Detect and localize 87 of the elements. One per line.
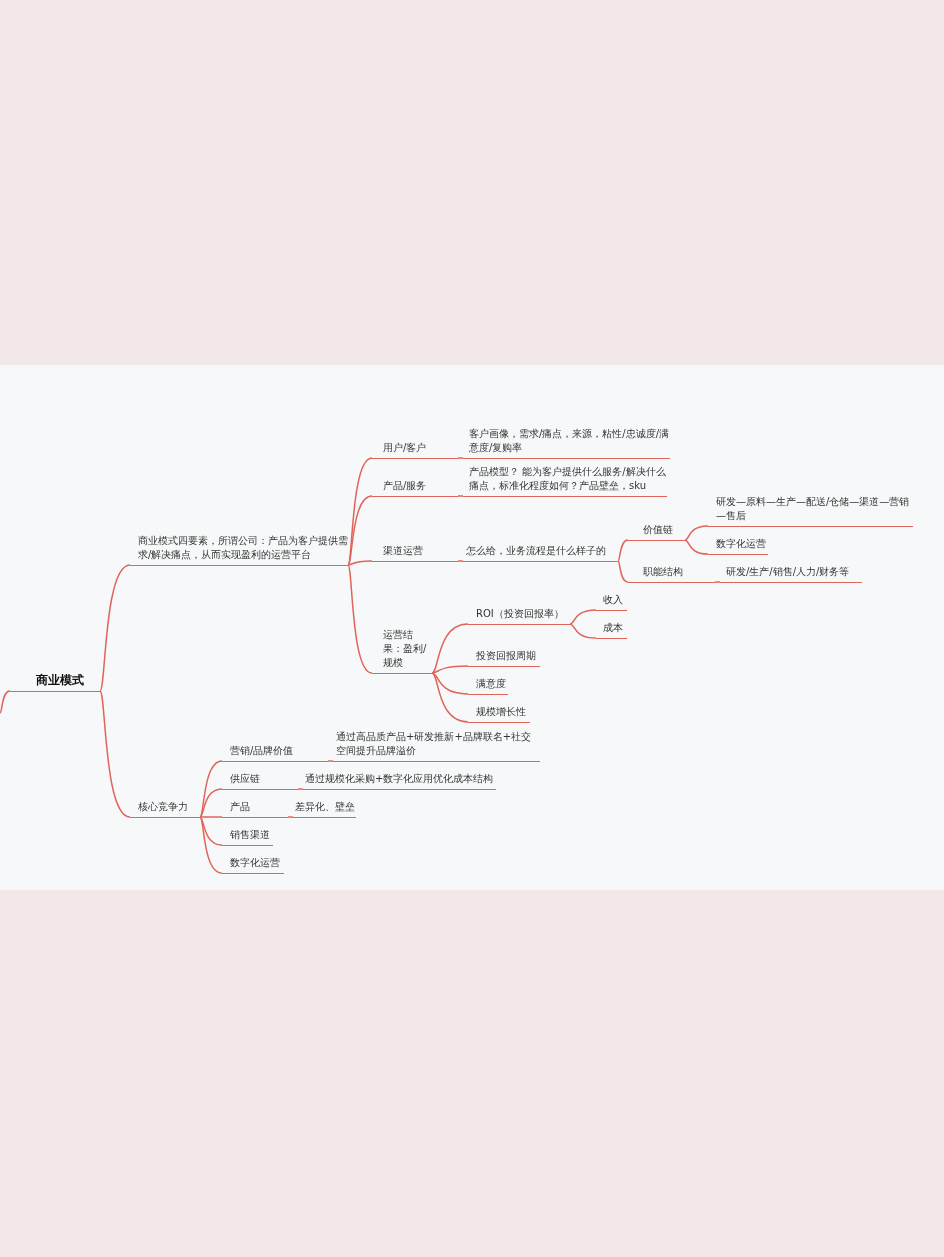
topic-text: 商业模式四要素，所谓公司：产品为客户提供需求/解决痛点，从而实现盈利的运营平台 bbox=[138, 534, 348, 562]
topic-text: 产品 bbox=[230, 800, 251, 814]
topic-node bbox=[372, 544, 458, 562]
branch-connector bbox=[617, 539, 629, 562]
topic-text: 营销/品牌价值 bbox=[230, 744, 295, 758]
topic-text: 研发/生产/销售/人力/财务等 bbox=[726, 565, 851, 579]
topic-text: 供应链 bbox=[230, 772, 261, 786]
branch-connector bbox=[431, 665, 469, 674]
topic-text: 客户画像，需求/痛点，来源，粘性/忠诚度/满意度/复购率 bbox=[469, 427, 670, 455]
topic-text: 规模增长性 bbox=[476, 705, 527, 719]
branch-connector bbox=[684, 525, 709, 541]
topic-node bbox=[293, 800, 356, 818]
topic-text: 核心竞争力 bbox=[138, 800, 189, 814]
topic-text: ROI（投资回报率） bbox=[476, 607, 565, 621]
topic-text: 数字化运营 bbox=[230, 856, 281, 870]
branch-connector bbox=[99, 690, 131, 818]
topic-node bbox=[222, 800, 288, 818]
topic-node bbox=[222, 744, 328, 762]
topic-text: 数字化运营 bbox=[716, 537, 767, 551]
branch-connector bbox=[297, 788, 304, 790]
topic-node bbox=[708, 495, 913, 527]
topic-node bbox=[468, 607, 570, 625]
branch-connector bbox=[347, 560, 373, 566]
topic-node bbox=[303, 772, 496, 790]
topic-text: 用户/客户 bbox=[383, 441, 428, 455]
topic-text: 价值链 bbox=[643, 523, 674, 537]
topic-node bbox=[372, 441, 458, 459]
topic-node bbox=[628, 565, 715, 583]
topic-node bbox=[372, 628, 432, 674]
topic-node bbox=[372, 479, 458, 497]
topic-text: 差异化、壁垒 bbox=[295, 800, 356, 814]
topic-node bbox=[463, 465, 667, 497]
topic-node bbox=[463, 544, 618, 562]
branch-connector bbox=[347, 564, 373, 674]
topic-node bbox=[222, 856, 284, 874]
branch-connector bbox=[457, 560, 464, 562]
topic-text: 收入 bbox=[603, 593, 624, 607]
topic-node bbox=[468, 649, 540, 667]
topic-node bbox=[463, 427, 670, 459]
branch-connector bbox=[347, 495, 373, 566]
branch-connector bbox=[199, 788, 223, 818]
topic-text: 销售渠道 bbox=[230, 828, 271, 842]
topic-text: 投资回报周期 bbox=[476, 649, 537, 663]
branch-connector bbox=[199, 816, 223, 874]
topic-node bbox=[10, 672, 100, 692]
topic-text: 通过规模化采购+数字化应用优化成本结构 bbox=[305, 772, 495, 786]
branch-connector bbox=[199, 816, 223, 818]
topic-node bbox=[333, 730, 540, 762]
topic-text: 职能结构 bbox=[643, 565, 684, 579]
topic-text: 怎么给，业务流程是什么样子的 bbox=[466, 544, 607, 558]
topic-node bbox=[596, 593, 627, 611]
branch-connector bbox=[431, 623, 469, 674]
topic-text: 满意度 bbox=[476, 677, 507, 691]
branch-connector bbox=[199, 816, 223, 846]
topic-node bbox=[468, 677, 508, 695]
topic-node bbox=[628, 523, 685, 541]
topic-text: 产品模型？ 能为客户提供什么服务/解决什么痛点，标准化程度如何？产品壁垒，sku bbox=[469, 465, 667, 493]
branch-connector bbox=[714, 581, 721, 583]
topic-node bbox=[708, 537, 768, 555]
branch-connector bbox=[431, 672, 469, 723]
topic-text: 渠道运营 bbox=[383, 544, 424, 558]
branch-connector bbox=[99, 564, 131, 692]
branch-connector bbox=[347, 457, 373, 566]
topic-text: 成本 bbox=[603, 621, 624, 635]
branch-connector bbox=[457, 495, 464, 497]
topic-text: 通过高品质产品+研发推新+品牌联名+社交空间提升品牌溢价 bbox=[336, 730, 533, 758]
branch-connector bbox=[199, 760, 223, 818]
topic-node bbox=[130, 534, 348, 566]
branch-connector bbox=[617, 560, 629, 583]
topic-node bbox=[596, 621, 627, 639]
topic-node bbox=[222, 772, 298, 790]
branch-connector bbox=[569, 623, 597, 639]
branch-connector bbox=[569, 609, 597, 625]
branch-connector bbox=[431, 672, 469, 695]
topic-node bbox=[720, 565, 862, 583]
branch-connector bbox=[457, 457, 464, 459]
branch-connector bbox=[0, 690, 11, 714]
topic-node bbox=[468, 705, 530, 723]
branch-connector bbox=[327, 760, 334, 762]
topic-text: 商业模式 bbox=[36, 672, 85, 688]
branch-connector bbox=[684, 539, 709, 555]
topic-text: 研发—原料—生产—配送/仓储—渠道—营销—售后 bbox=[716, 495, 911, 523]
topic-text: 产品/服务 bbox=[383, 479, 428, 493]
topic-node bbox=[222, 828, 273, 846]
topic-node bbox=[130, 800, 200, 818]
branch-connector bbox=[287, 816, 294, 818]
topic-text: 运营结果：盈利/规模 bbox=[383, 628, 428, 670]
